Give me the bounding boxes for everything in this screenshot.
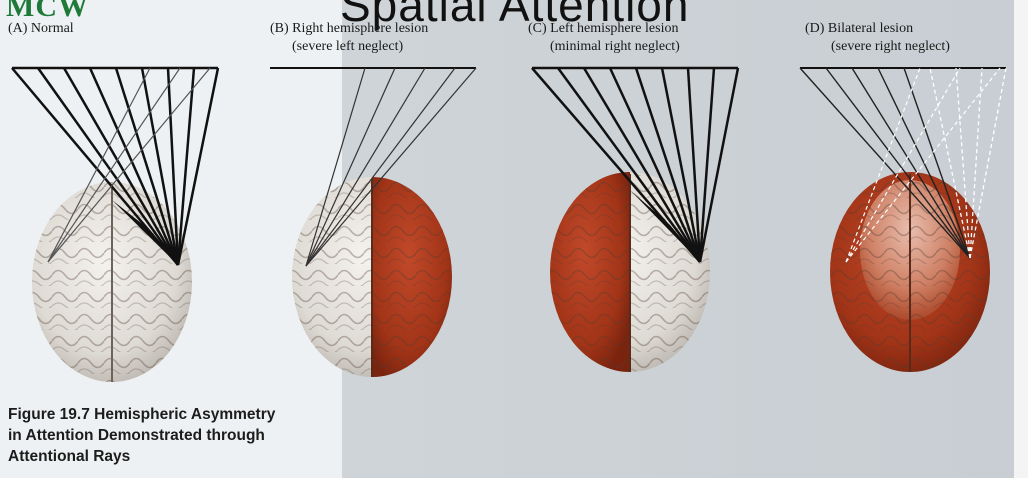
brain-panel-d xyxy=(828,170,998,380)
figure-caption: Figure 19.7 Hemispheric Asymmetry in Att… xyxy=(8,404,338,467)
right-edge-strip xyxy=(1014,0,1028,478)
figure-caption-line1: Figure 19.7 Hemispheric Asymmetry xyxy=(8,404,338,425)
brain-panel-b xyxy=(290,176,460,386)
figure-caption-line2: in Attention Demonstrated through xyxy=(8,425,338,446)
figure-caption-line3: Attentional Rays xyxy=(8,446,338,467)
brain-panel-c xyxy=(548,170,718,380)
